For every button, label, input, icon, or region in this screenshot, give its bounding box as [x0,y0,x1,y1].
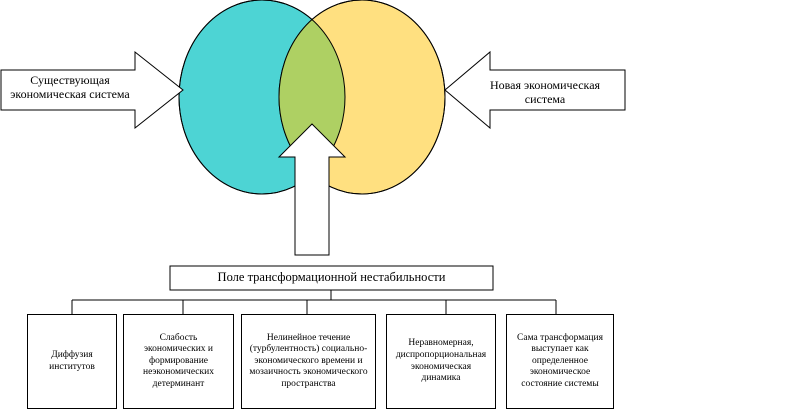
existing-system-arrow [0,50,184,130]
factor-text-3: Нелинейное течение (турбулентность) соци… [249,332,368,389]
new-system-arrow [444,50,626,130]
factor-text-2: Слабость экономических и формирование не… [143,332,214,389]
connectors [71,290,557,314]
factor-text-5: Сама трансформация выступает как определ… [517,332,603,389]
factor-box-5: Сама трансформация выступает как определ… [506,314,614,409]
field-label: Поле трансформационной нестабильности [217,270,446,284]
factor-text-4: Неравномерная, диспропорциональная эконо… [395,338,487,384]
existing-system-label: Существующая экономическая система [10,73,130,102]
factor-box-3: Нелинейное течение (турбулентность) соци… [241,314,376,409]
factor-box-2: Слабость экономических и формирование не… [123,314,234,409]
transformation-up-arrow [277,123,347,256]
new-system-label: Новая экономическая система [489,78,601,107]
factor-text-1: Диффузия институтов [49,349,95,372]
factor-box-1: Диффузия институтов [27,314,117,409]
factor-box-4: Неравномерная, диспропорциональная эконо… [386,314,496,409]
